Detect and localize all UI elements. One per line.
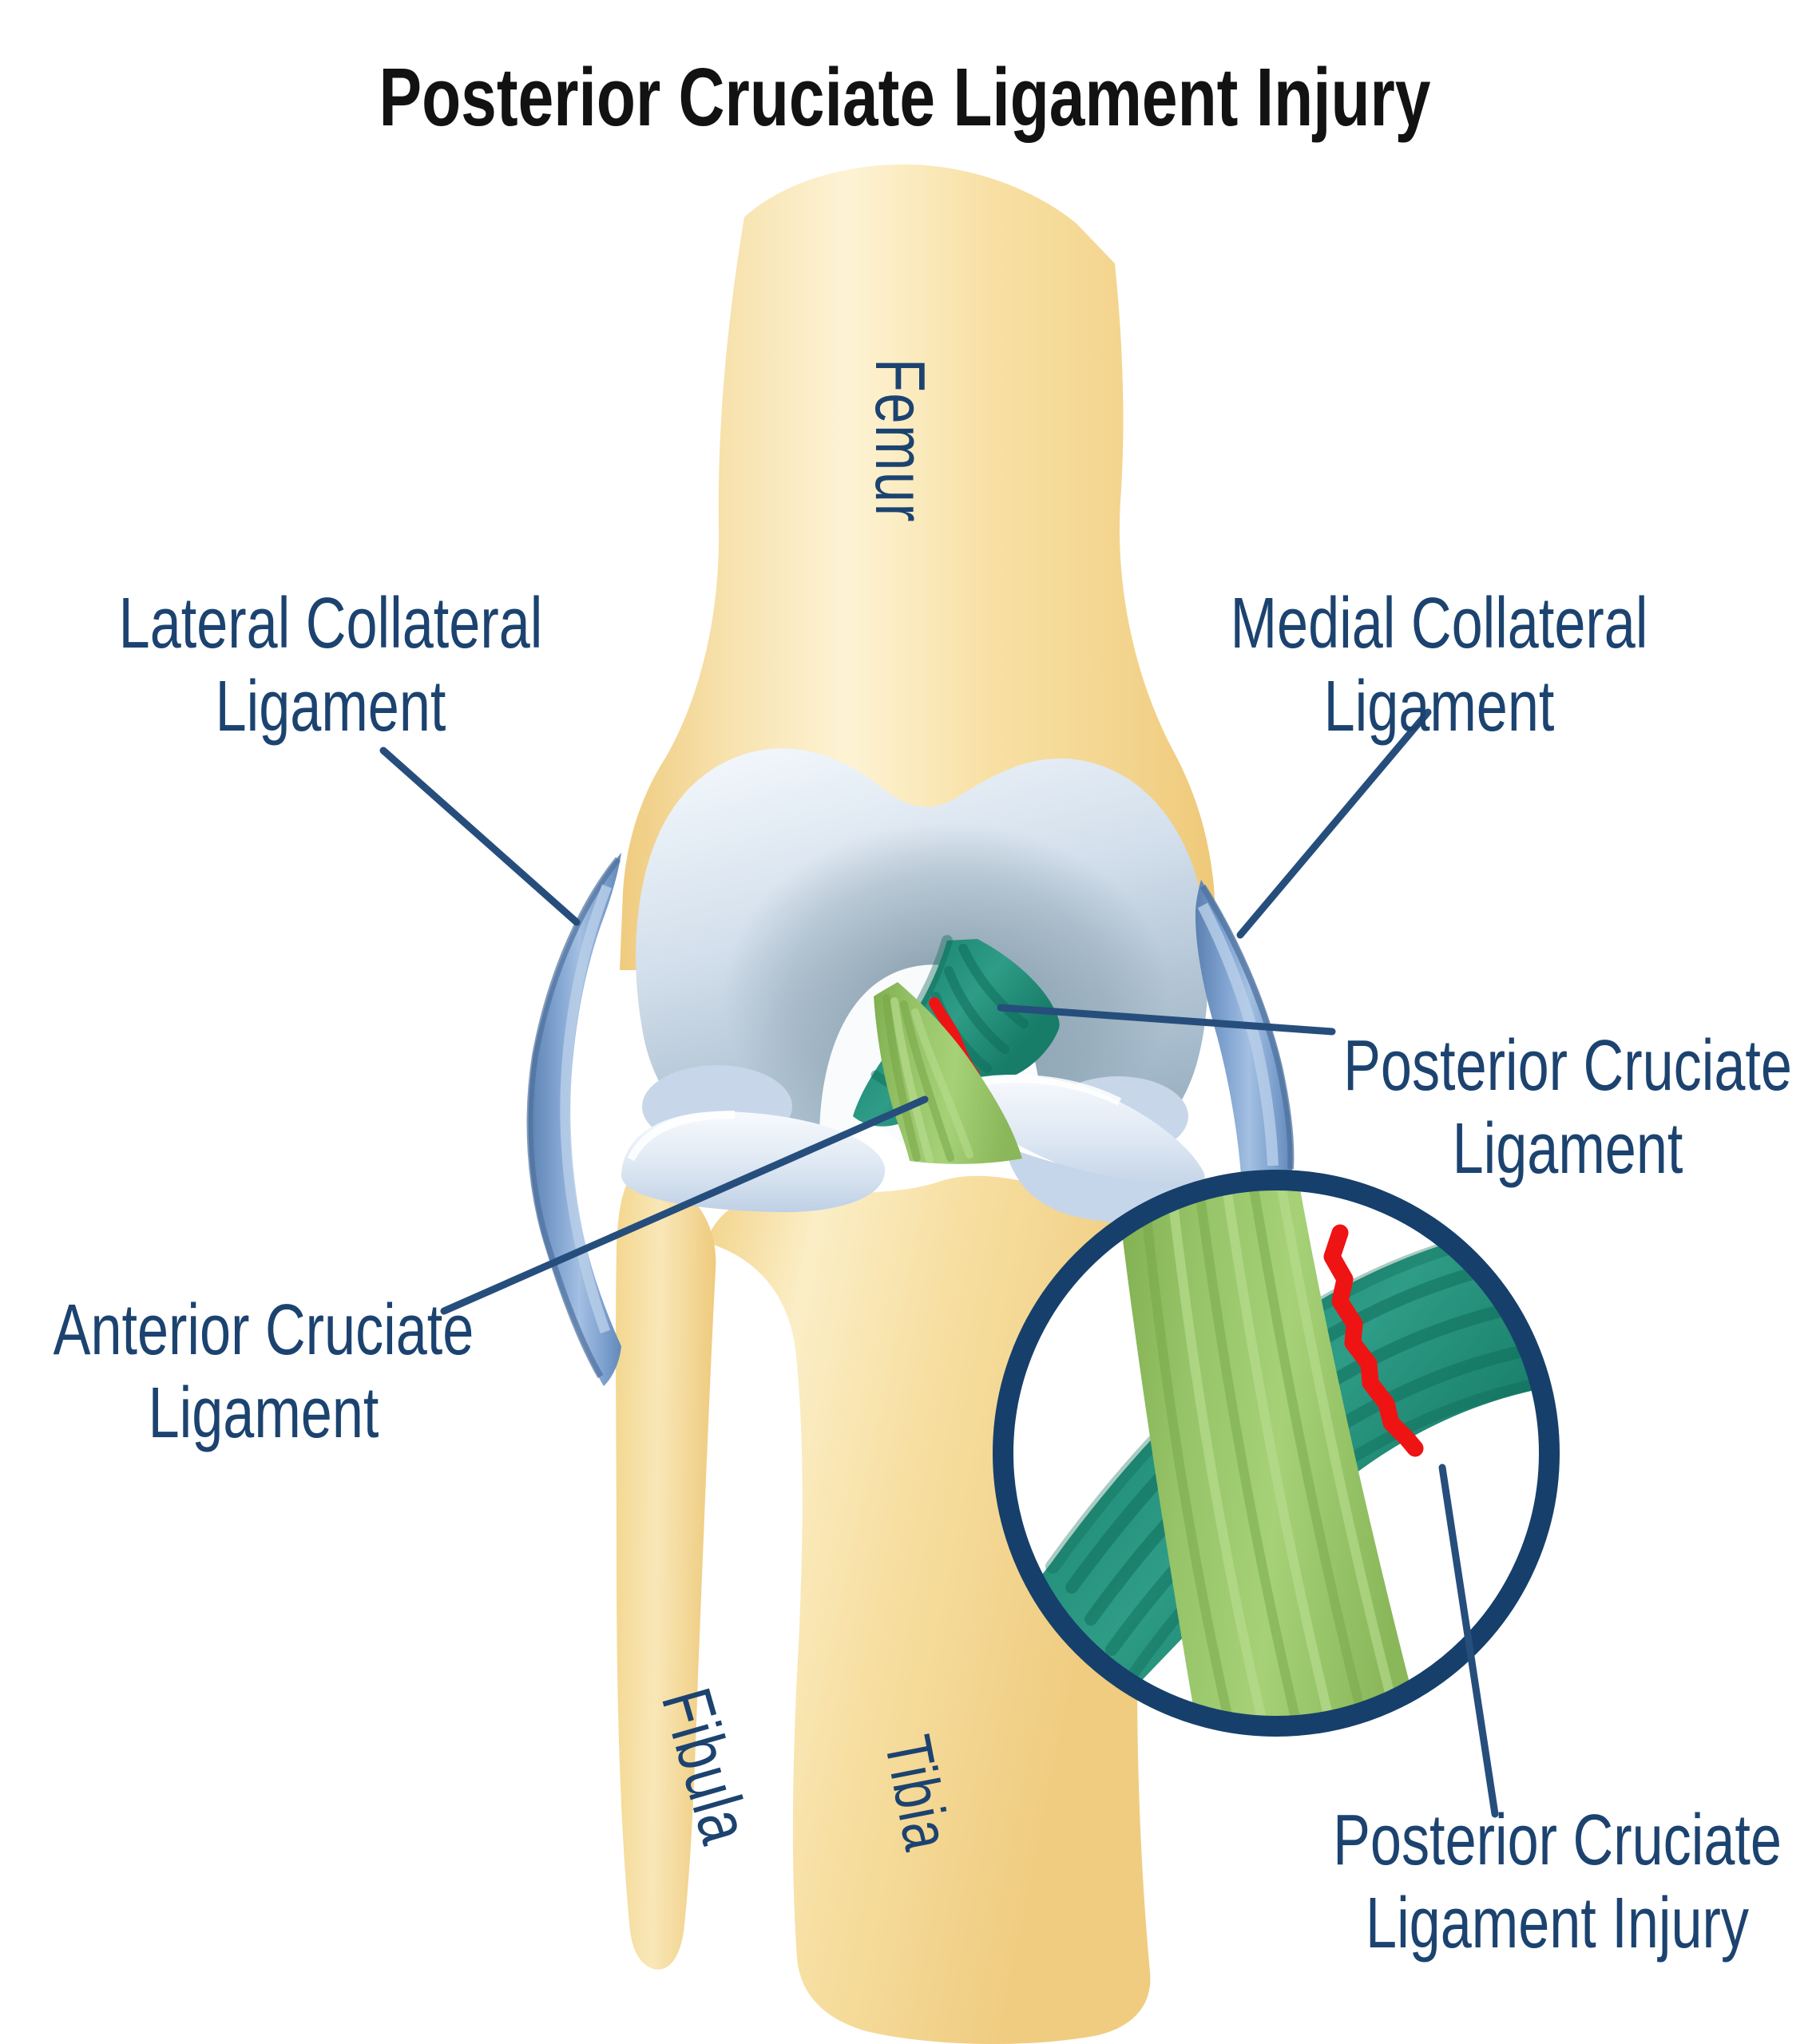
magnified-injury-inset [993, 1170, 1560, 1737]
pcl-injury-label: Posterior Cruciate Ligament Injury [1333, 1800, 1782, 1966]
anterior-cruciate-label-line2: Ligament [148, 1373, 379, 1453]
pcl-injury-label-line2: Ligament Injury [1366, 1884, 1749, 1963]
acl-fiber-stripes [882, 994, 973, 1163]
mcl-leader-line [1236, 708, 1432, 939]
posterior-cruciate-label-line2: Ligament [1452, 1109, 1683, 1189]
medial-collateral-ligament [1195, 880, 1295, 1178]
leader-lines [379, 708, 1499, 1818]
femur-label: Femur [861, 358, 940, 524]
diagram-title: Posterior Cruciate Ligament Injury [379, 51, 1431, 143]
acl-leader-line [440, 1095, 929, 1315]
pcl-leader-line [997, 1004, 1336, 1036]
lateral-collateral-ligament [526, 853, 621, 1386]
lateral-collateral-label-line2: Ligament [215, 667, 446, 747]
anterior-cruciate-label: Anterior Cruciate Ligament [54, 1289, 474, 1456]
anterior-cruciate-label-line1: Anterior Cruciate [53, 1290, 474, 1371]
magnifier-ring [993, 1170, 1560, 1737]
inset-acl-stripes [1136, 1189, 1404, 1717]
fibula-bone [616, 1174, 716, 1970]
lateral-collateral-label: Lateral Collateral Ligament [119, 583, 543, 749]
medial-collateral-label: Medial Collateral Ligament [1231, 583, 1648, 749]
meniscus-cartilage [621, 1065, 1207, 1223]
lcl-leader-line [379, 747, 581, 926]
posterior-cruciate-label-line1: Posterior Cruciate [1343, 1026, 1792, 1107]
lateral-collateral-label-line1: Lateral Collateral [118, 584, 543, 664]
anterior-cruciate-ligament [874, 982, 1022, 1164]
medial-collateral-label-line1: Medial Collateral [1230, 584, 1648, 664]
inset-tear-mark [1323, 1224, 1424, 1457]
injury-leader-line [1438, 1464, 1499, 1818]
pcl-injury-label-line1: Posterior Cruciate [1333, 1800, 1782, 1881]
posterior-cruciate-label: Posterior Cruciate Ligament [1343, 1025, 1792, 1191]
medial-collateral-label-line2: Ligament [1323, 667, 1555, 747]
